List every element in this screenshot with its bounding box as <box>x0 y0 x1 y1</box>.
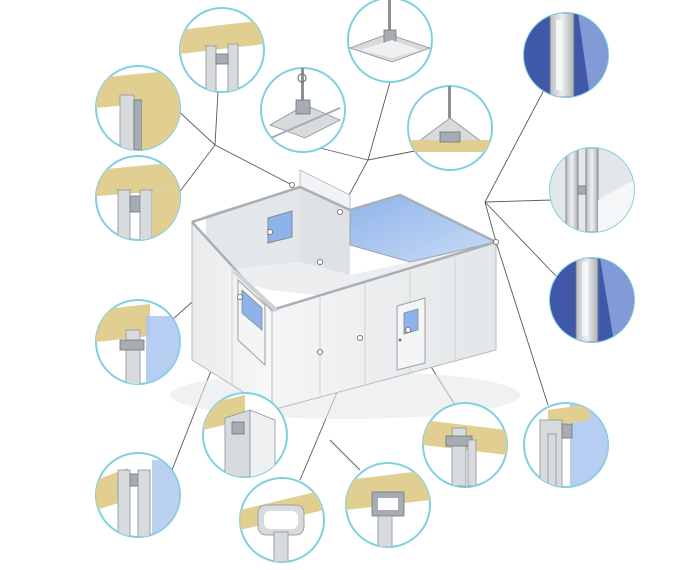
detail-callout-glass-frame-profile-lower <box>549 257 635 343</box>
detail-callout-floor-u-channel <box>239 477 325 563</box>
attachment-dots <box>236 181 499 355</box>
detail-callout-glass-frame-profile <box>523 12 609 98</box>
detail-callout-corner-profile-left <box>95 155 181 241</box>
detail-callout-ceiling-hanger-rod <box>260 67 346 153</box>
detail-callout-corner-glass-profile <box>523 402 609 488</box>
detail-callout-ceiling-t-joint <box>407 85 493 171</box>
detail-callout-panel-joint-top-left <box>95 65 181 151</box>
detail-callout-floor-panel-joint <box>95 452 181 538</box>
cold-room-model <box>170 169 520 419</box>
detail-callout-panel-joint-bottom <box>345 462 431 548</box>
detail-callout-floor-corner-profile <box>202 392 288 478</box>
detail-callout-h-profile-right <box>549 147 635 233</box>
detail-callout-ceiling-suspension-cross <box>347 0 433 83</box>
front-door <box>396 297 426 371</box>
detail-callout-door-frame-profile <box>422 402 508 488</box>
detail-callout-wall-ceiling-profile <box>179 7 265 93</box>
detail-callout-window-frame-profile <box>95 299 181 385</box>
